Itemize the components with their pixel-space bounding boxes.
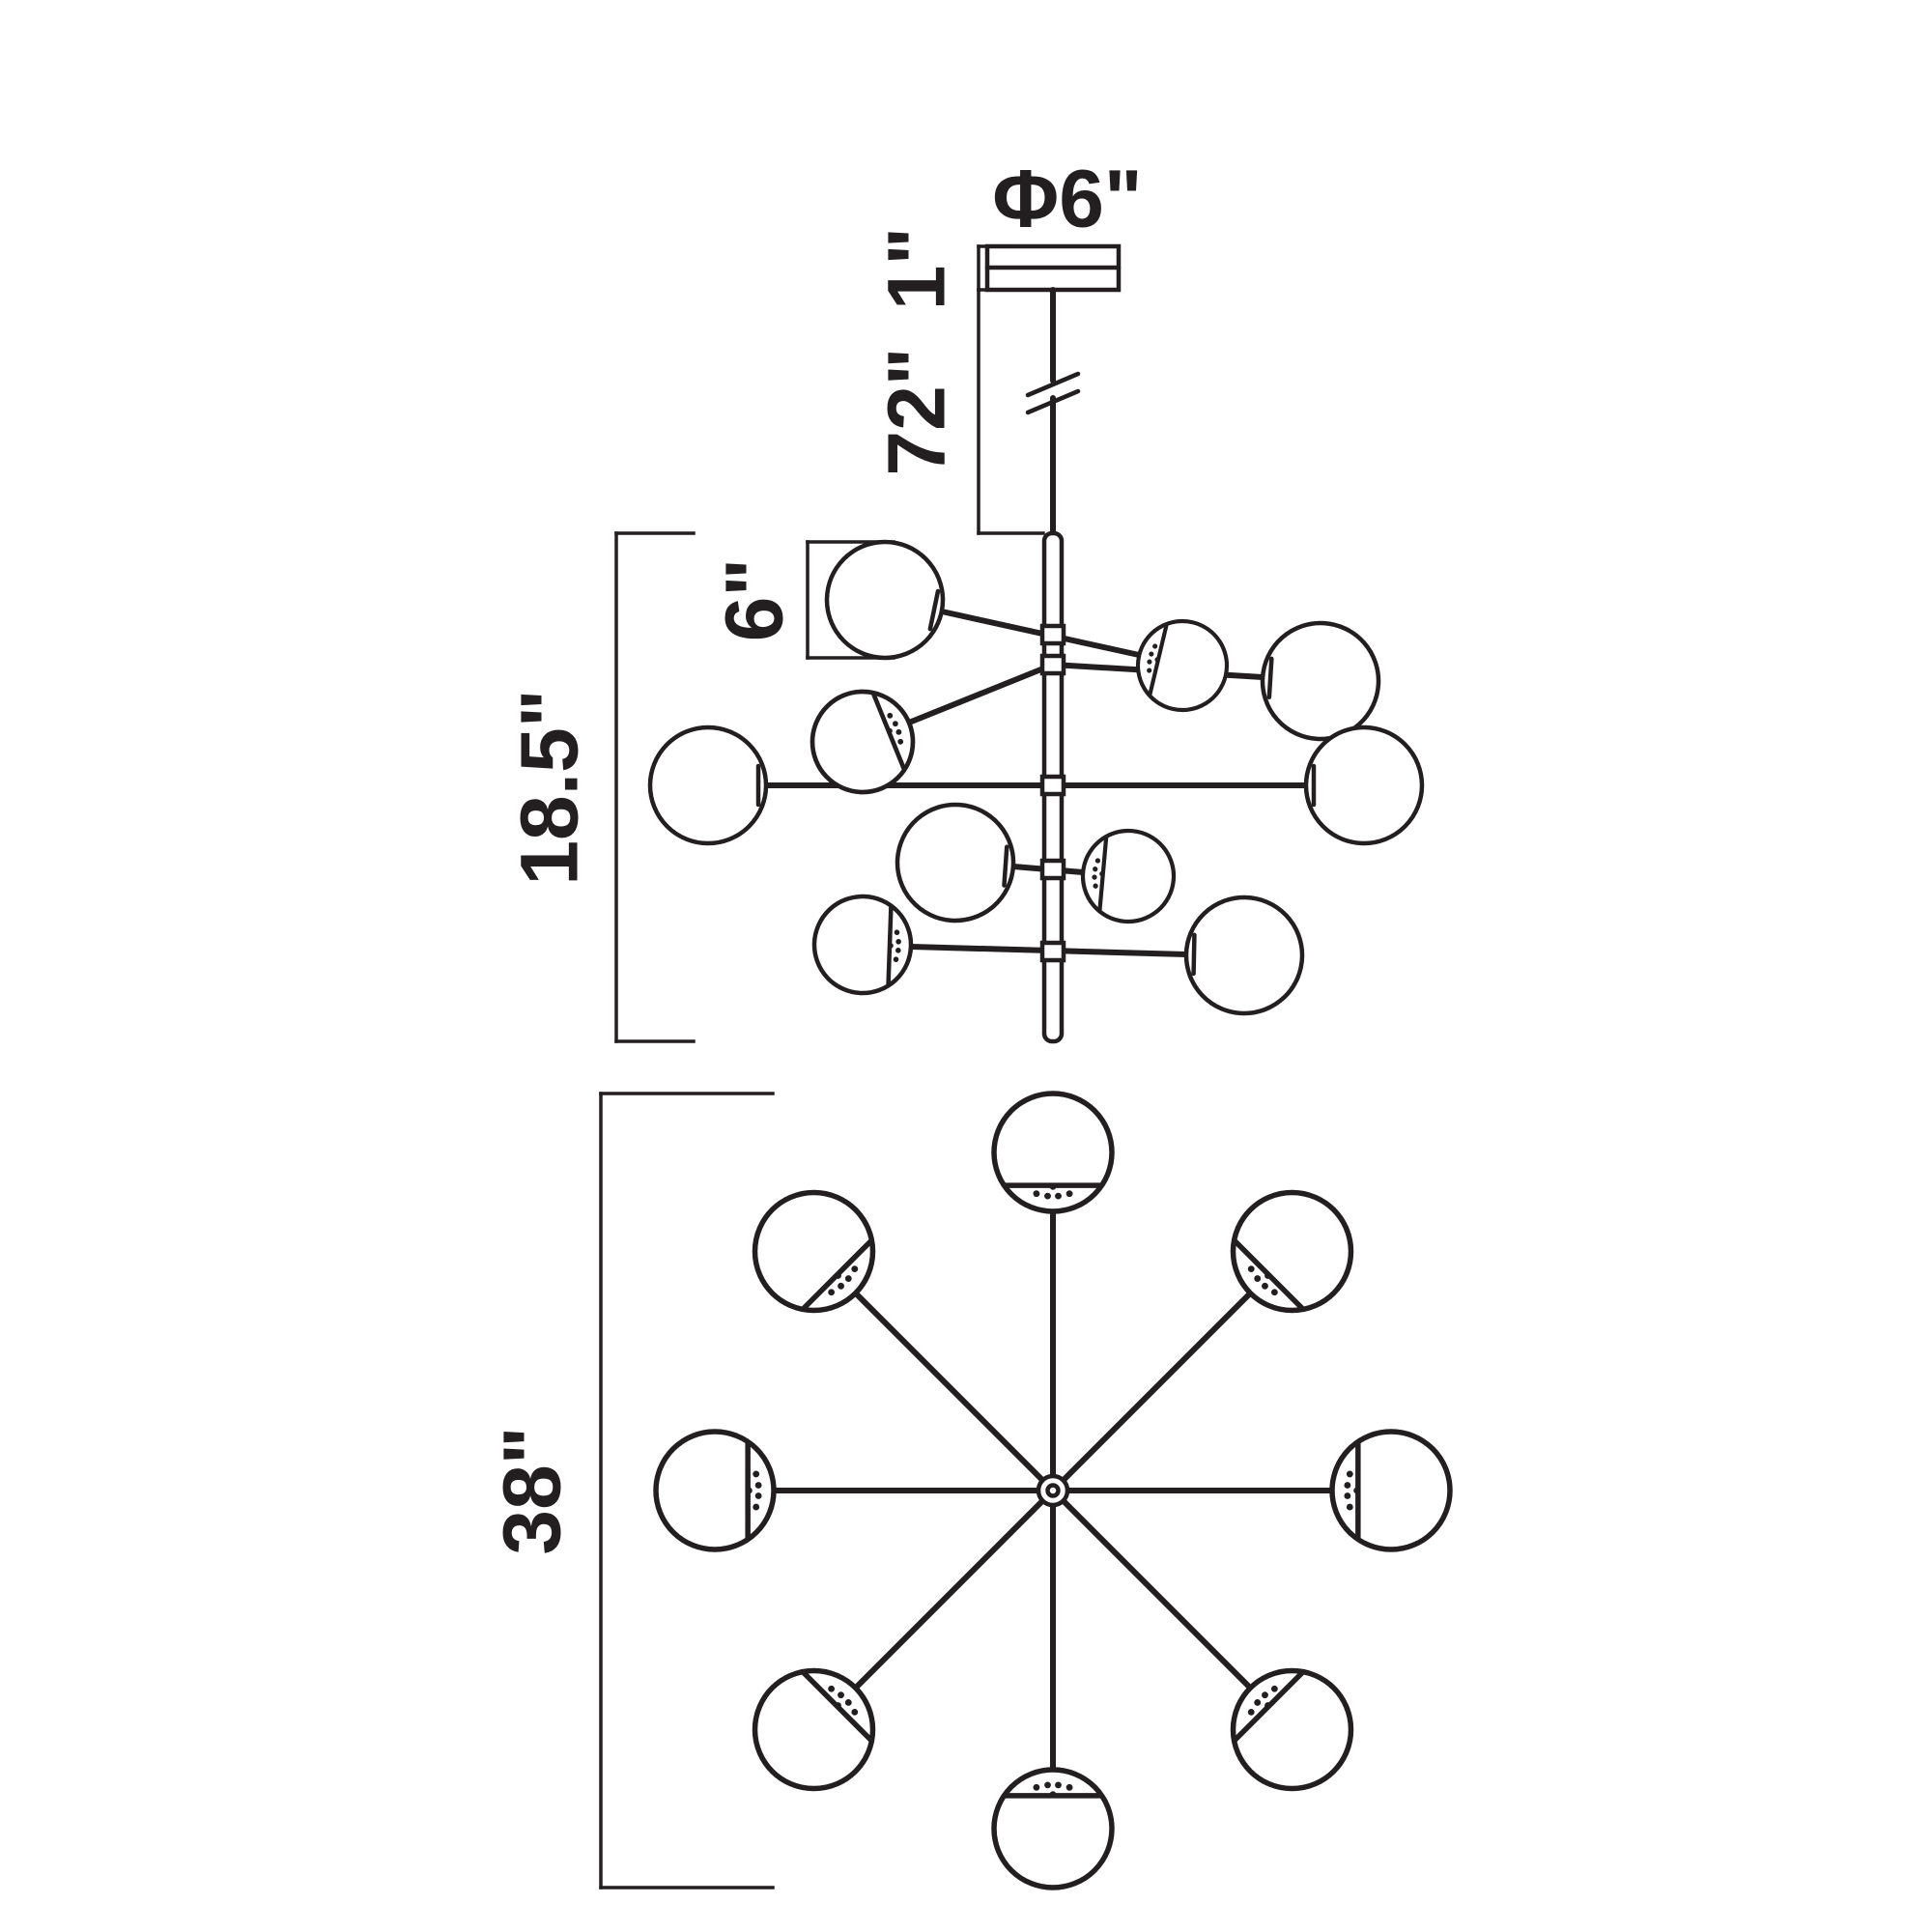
label-canopy-diameter: Φ6" xyxy=(992,153,1143,243)
label-rod-length: 72" xyxy=(870,347,961,475)
spoke-arms xyxy=(771,1208,1335,1773)
collar xyxy=(1042,943,1064,960)
suspension-rod xyxy=(1025,287,1081,540)
collar xyxy=(1042,656,1064,673)
plan-view: 38" xyxy=(486,1094,1450,1888)
spoke-arm xyxy=(852,1498,1045,1691)
cap-globe xyxy=(656,1432,774,1549)
globe xyxy=(1306,727,1422,843)
globe xyxy=(1259,619,1381,742)
spoke-arm xyxy=(1061,1498,1254,1691)
side-view: Φ6" 1" 72" xyxy=(503,153,1422,1044)
cap-globe xyxy=(1332,1432,1450,1549)
label-canopy-height: 1" xyxy=(870,227,961,311)
canopy xyxy=(984,243,1122,293)
label-body-height: 18.5" xyxy=(503,689,594,885)
spoke-arm xyxy=(1061,1290,1254,1483)
cap-globe xyxy=(994,1094,1112,1211)
dimension-rod-length: 72" xyxy=(870,288,1045,535)
cap-globe xyxy=(1079,827,1178,925)
label-overall-diameter: 38" xyxy=(486,1426,577,1554)
cap-globe xyxy=(994,1770,1112,1888)
globe xyxy=(816,531,953,668)
cap-globe xyxy=(1129,612,1236,720)
dimension-globe-diameter: 6" xyxy=(708,540,895,660)
collar xyxy=(1042,626,1064,643)
globe xyxy=(650,727,766,843)
label-globe-diameter: 6" xyxy=(708,558,799,642)
spoke-arm xyxy=(852,1290,1045,1483)
globe xyxy=(894,801,1017,924)
dimension-body-height: 18.5" xyxy=(503,531,696,1043)
rod-break-icon xyxy=(1025,371,1081,415)
dimension-canopy-height: 1" xyxy=(870,227,1007,311)
cap-globe xyxy=(812,895,912,994)
dimension-overall-diameter: 38" xyxy=(486,1092,775,1889)
arm xyxy=(906,662,1056,725)
collar xyxy=(1042,777,1064,794)
globe xyxy=(1185,896,1303,1014)
hub xyxy=(1036,1473,1070,1508)
collar xyxy=(1042,861,1064,878)
